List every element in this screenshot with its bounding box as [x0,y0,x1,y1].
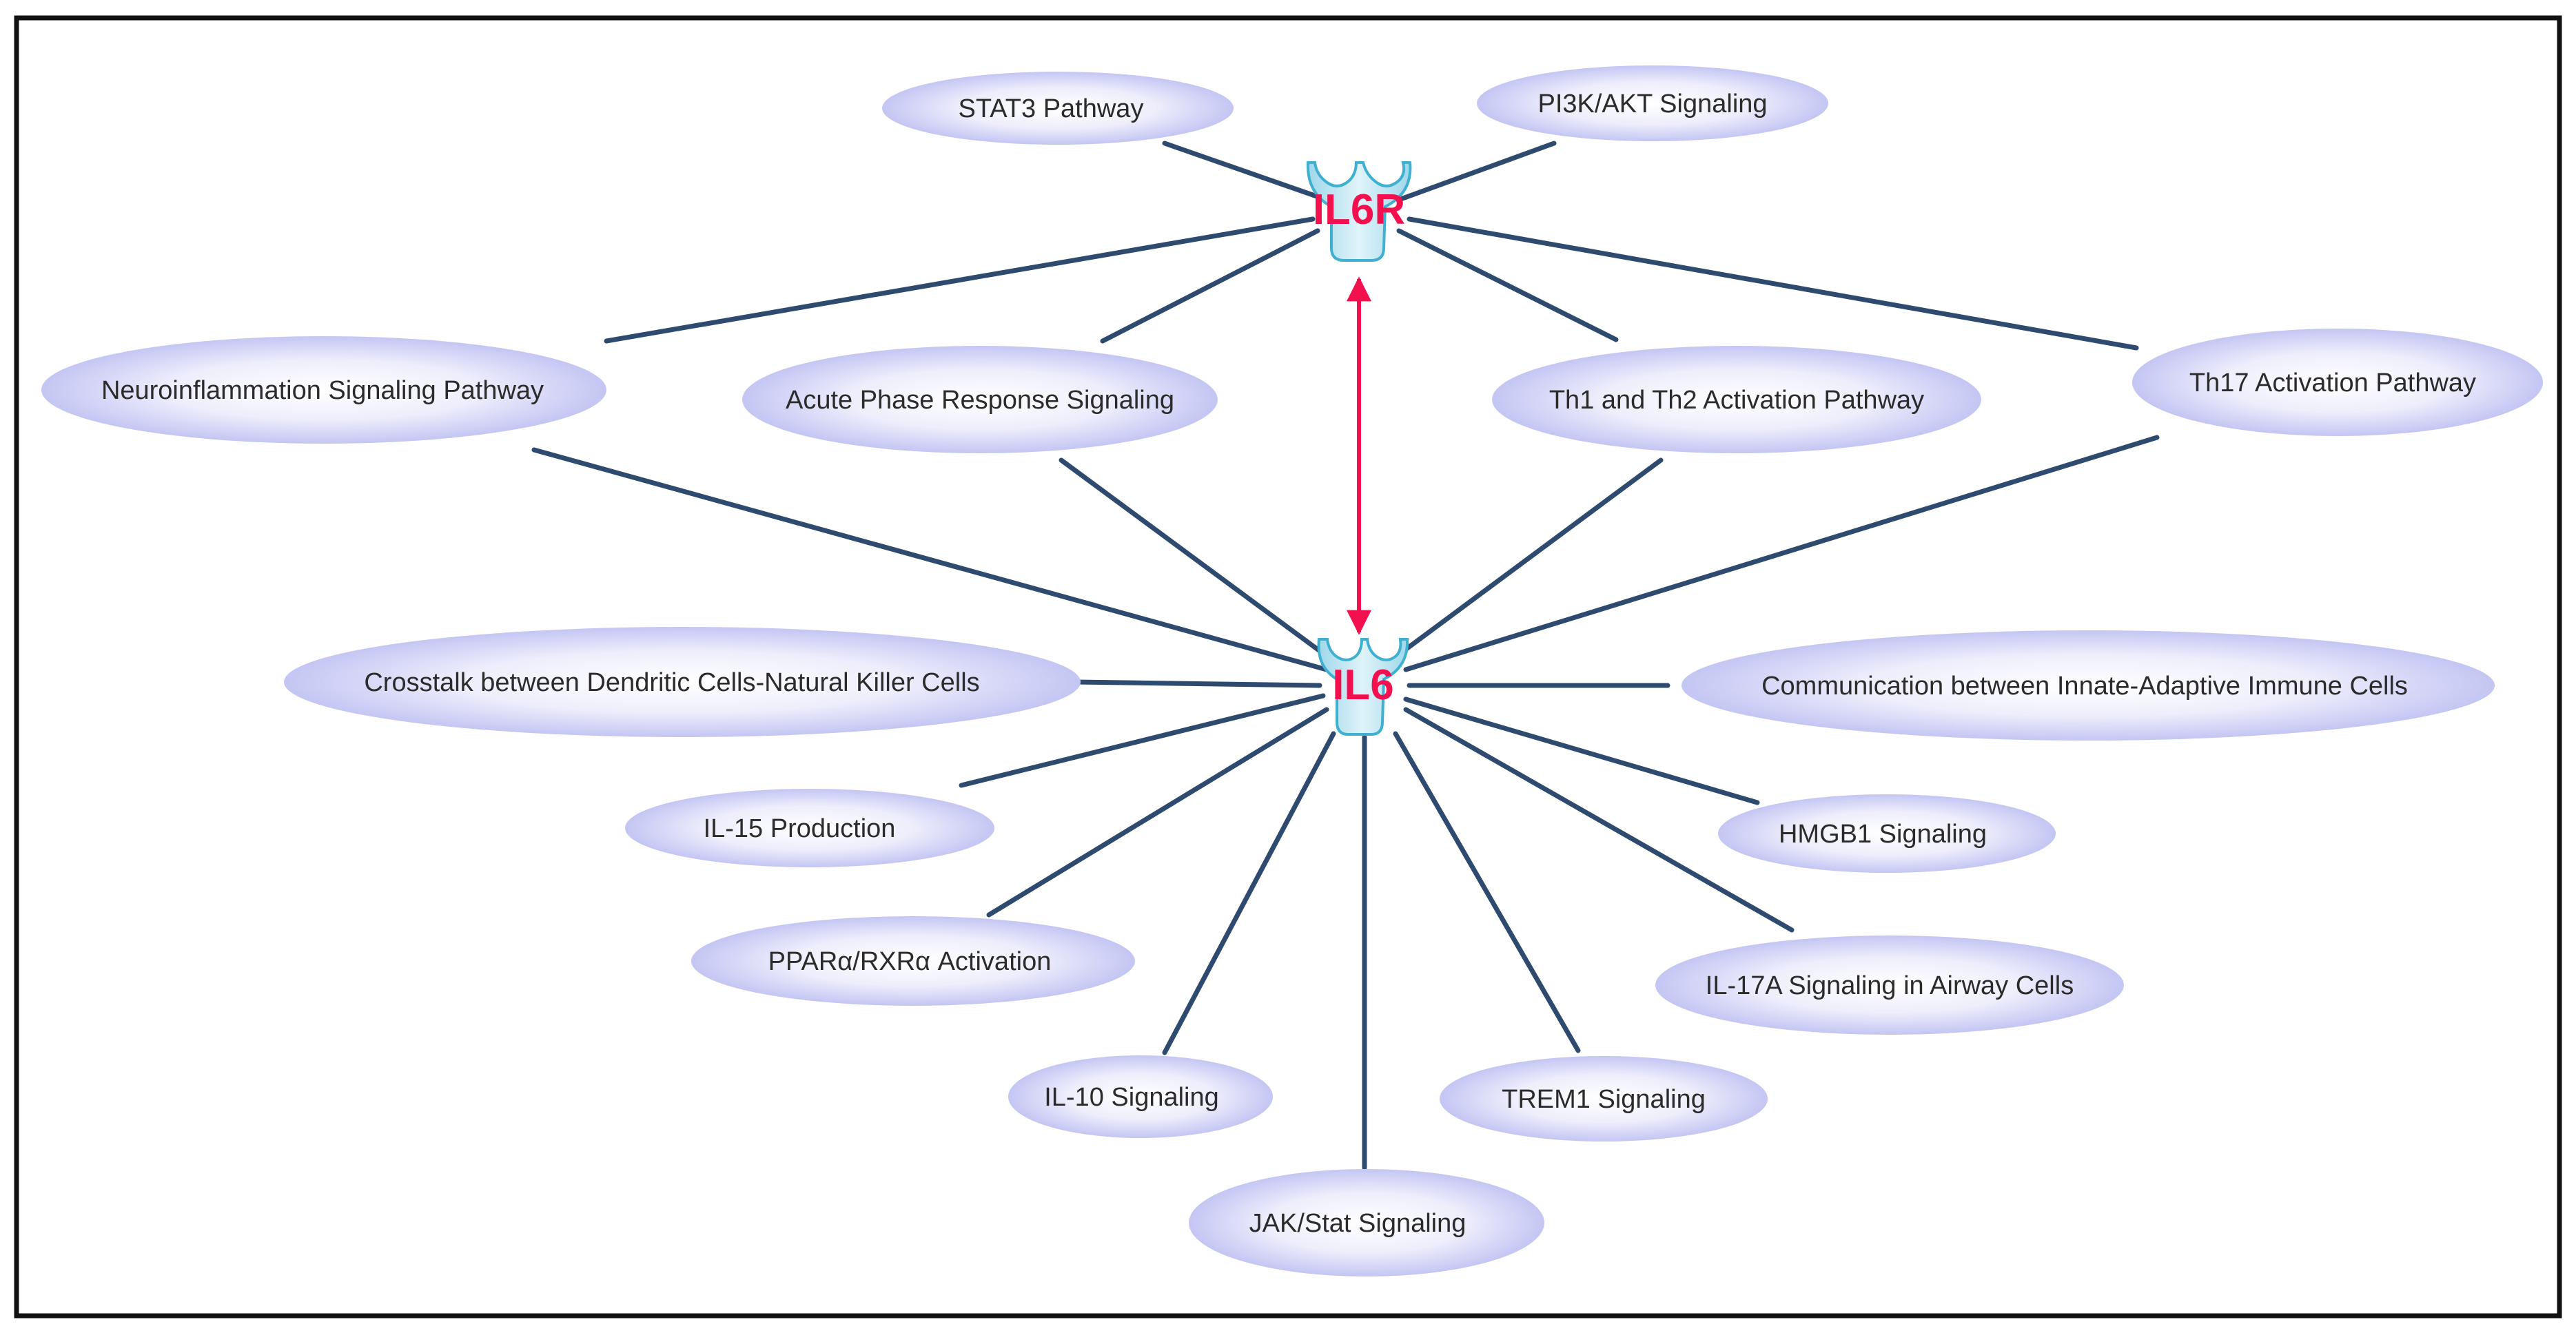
pathway-pi3k-akt[interactable]: PI3K/AKT Signaling [1477,65,1828,141]
pathway-trem1-label: TREM1 Signaling [1502,1085,1706,1114]
pathway-hmgb1-label: HMGB1 Signaling [1779,820,1987,849]
pathway-stat3[interactable]: STAT3 Pathway [882,72,1234,145]
gene-il6r[interactable]: IL6R [1306,161,1412,262]
edge-il6-th1-th2 [1396,457,1664,657]
diagram-frame [14,15,2562,1319]
edge-il6-hmgb1 [1403,696,1760,805]
pathway-il10-label: IL-10 Signaling [1044,1083,1219,1112]
pathway-ppar-label: PPARα/RXRα Activation [768,947,1052,976]
edge-il6r-neuroinflammation [604,216,1316,344]
pathway-stat3-label: STAT3 Pathway [959,94,1144,123]
gene-il6-label: IL6 [1332,661,1394,709]
edge-il6-acute-phase [1059,457,1327,657]
edge-il6-trem1 [1393,731,1581,1053]
edges [531,141,2160,1170]
edge-il6r-acute-phase [1100,228,1320,344]
edge-il6-il17a [1403,707,1795,933]
pathway-acute-phase-label: Acute Phase Response Signaling [786,386,1174,415]
pathway-pi3k-akt-label: PI3K/AKT Signaling [1537,90,1767,118]
pathway-trem1[interactable]: TREM1 Signaling [1440,1056,1768,1141]
pathway-jak-stat-label: JAK/Stat Signaling [1249,1209,1466,1238]
edge-il6r-pi3k [1396,141,1557,203]
pathway-communication-label: Communication between Innate-Adaptive Im… [1761,672,2408,701]
edge-il6r-th17 [1407,216,2139,351]
pathway-th1-th2[interactable]: Th1 and Th2 Activation Pathway [1492,346,1981,453]
edge-il6r-stat3 [1162,141,1329,203]
pathway-communication[interactable]: Communication between Innate-Adaptive Im… [1681,630,2495,741]
pathway-il17a[interactable]: IL-17A Signaling in Airway Cells [1655,936,2124,1035]
edge-il6-il10 [1162,731,1336,1055]
pathway-acute-phase[interactable]: Acute Phase Response Signaling [742,346,1218,453]
edge-il6-th17 [1403,435,2160,672]
pathway-neuroinflammation[interactable]: Neuroinflammation Signaling Pathway [41,336,606,444]
pathway-th1-th2-label: Th1 and Th2 Activation Pathway [1549,386,1924,415]
pathway-th17-label: Th17 Activation Pathway [2189,369,2476,397]
edge-il6-il15 [959,693,1326,788]
edge-il6-crosstalk [1072,679,1322,688]
receptor-icon [1317,638,1409,736]
gene-il6r-label: IL6R [1313,186,1405,234]
pathway-neuroinflammation-label: Neuroinflammation Signaling Pathway [101,376,544,405]
edge-il6-ppar [986,707,1329,918]
pathway-crosstalk[interactable]: Crosstalk between Dendritic Cells-Natura… [284,627,1081,737]
pathway-th17[interactable]: Th17 Activation Pathway [2132,329,2543,436]
pathway-crosstalk-label: Crosstalk between Dendritic Cells-Natura… [364,668,979,697]
receptor-icon [1306,161,1412,262]
edge-il6r-th1-th2 [1396,228,1619,342]
edge-il6-neuroinflammation [531,447,1329,672]
pathway-nodes: STAT3 Pathway PI3K/AKT Signaling Neuroin… [41,65,2543,1277]
pathway-il17a-label: IL-17A Signaling in Airway Cells [1706,971,2074,1000]
pathway-il15-label: IL-15 Production [704,814,896,843]
pathway-jak-stat[interactable]: JAK/Stat Signaling [1189,1169,1544,1277]
pathway-ppar[interactable]: PPARα/RXRα Activation [691,916,1135,1006]
pathway-il10[interactable]: IL-10 Signaling [1008,1055,1273,1138]
pathway-hmgb1[interactable]: HMGB1 Signaling [1718,794,2056,873]
gene-il6[interactable]: IL6 [1317,638,1409,736]
pathway-il15[interactable]: IL-15 Production [625,789,994,867]
